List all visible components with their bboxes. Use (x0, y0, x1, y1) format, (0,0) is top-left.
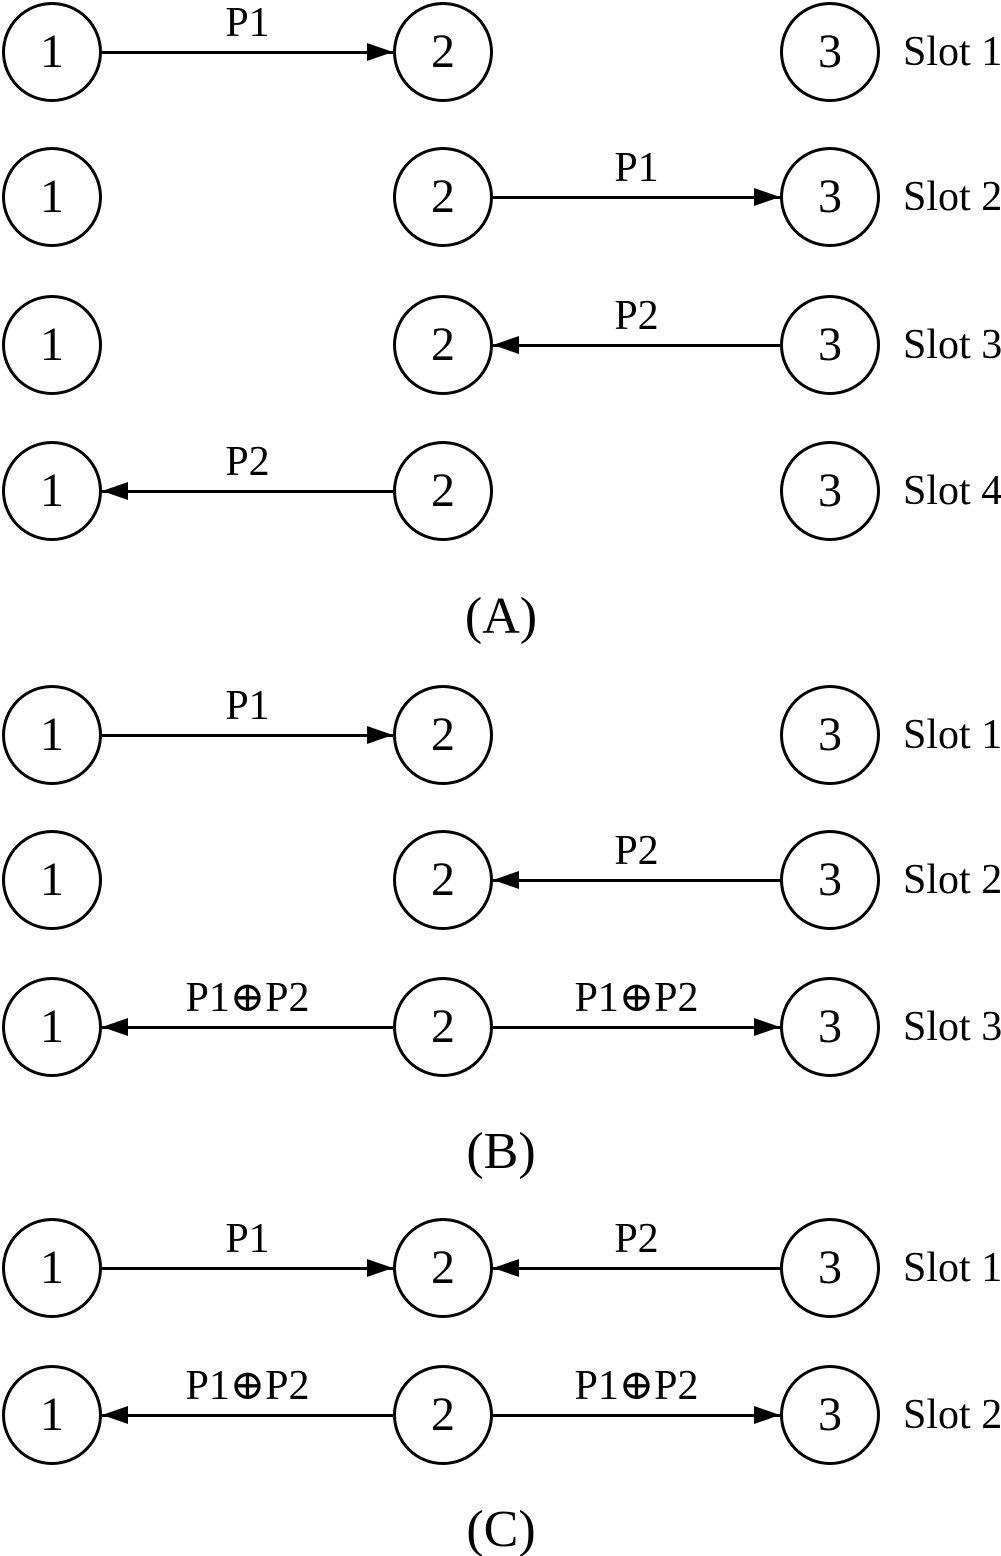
arrow-label: P1⊕P2 (574, 975, 699, 1021)
node-2: 2 (393, 1218, 493, 1318)
node-3: 3 (780, 977, 880, 1077)
slot-label: Slot 1 (903, 1245, 1001, 1291)
node-2: 2 (393, 685, 493, 785)
slot-label: Slot 2 (903, 857, 1001, 903)
node-2: 2 (393, 977, 493, 1077)
node-2: 2 (393, 1365, 493, 1465)
node-3: 3 (780, 2, 880, 102)
slot-label: Slot 4 (903, 468, 1001, 514)
arrow-label: P2 (614, 293, 659, 339)
slot-label: Slot 2 (903, 174, 1001, 220)
node-1: 1 (2, 977, 102, 1077)
arrowhead-right-icon (367, 726, 393, 744)
node-3: 3 (780, 685, 880, 785)
arrowhead-right-icon (754, 1018, 780, 1036)
arrow-p1-xor-p2-line (493, 1414, 780, 1417)
section-caption: (A) (464, 588, 538, 645)
arrow-p2-line (102, 490, 393, 493)
arrow-label: P1 (614, 145, 659, 191)
arrow-p1-line (102, 51, 393, 54)
arrow-p1-xor-p2-line (102, 1414, 393, 1417)
slot-label: Slot 3 (903, 322, 1001, 368)
node-1: 1 (2, 685, 102, 785)
arrow-p2-line (493, 879, 780, 882)
node-1: 1 (2, 147, 102, 247)
arrow-label: P2 (614, 828, 659, 874)
node-3: 3 (780, 830, 880, 930)
arrow-p1-line (493, 196, 780, 199)
arrowhead-left-icon (493, 871, 519, 889)
arrowhead-left-icon (102, 1018, 128, 1036)
node-2: 2 (393, 830, 493, 930)
arrow-p2-line (493, 1267, 780, 1270)
node-1: 1 (2, 1365, 102, 1465)
node-1: 1 (2, 1218, 102, 1318)
section-caption: (B) (466, 1123, 536, 1180)
node-2: 2 (393, 147, 493, 247)
slot-label: Slot 1 (903, 29, 1001, 75)
section-caption: (C) (466, 1501, 536, 1556)
arrowhead-left-icon (102, 482, 128, 500)
node-1: 1 (2, 830, 102, 930)
arrow-label: P2 (225, 439, 270, 485)
node-2: 2 (393, 2, 493, 102)
slot-label: Slot 1 (903, 712, 1001, 758)
arrowhead-left-icon (102, 1406, 128, 1424)
arrowhead-left-icon (493, 1259, 519, 1277)
node-2: 2 (393, 441, 493, 541)
arrowhead-right-icon (754, 1406, 780, 1424)
arrow-p1-xor-p2-line (493, 1026, 780, 1029)
arrow-label: P1 (225, 683, 270, 729)
node-3: 3 (780, 295, 880, 395)
arrow-p1-xor-p2-line (102, 1026, 393, 1029)
arrowhead-right-icon (367, 43, 393, 61)
arrowhead-left-icon (493, 336, 519, 354)
arrow-label: P1 (225, 0, 270, 46)
node-1: 1 (2, 295, 102, 395)
node-3: 3 (780, 1365, 880, 1465)
arrow-label: P1⊕P2 (185, 975, 310, 1021)
arrowhead-right-icon (754, 188, 780, 206)
arrow-p2-line (493, 344, 780, 347)
node-1: 1 (2, 441, 102, 541)
slot-label: Slot 3 (903, 1004, 1001, 1050)
arrow-label: P1 (225, 1216, 270, 1262)
arrow-label: P1⊕P2 (574, 1363, 699, 1409)
arrowhead-right-icon (367, 1259, 393, 1277)
node-3: 3 (780, 441, 880, 541)
arrow-p1-line (102, 1267, 393, 1270)
node-3: 3 (780, 1218, 880, 1318)
arrow-p1-line (102, 734, 393, 737)
slot-label: Slot 2 (903, 1392, 1001, 1438)
node-1: 1 (2, 2, 102, 102)
arrow-label: P2 (614, 1216, 659, 1262)
arrow-label: P1⊕P2 (185, 1363, 310, 1409)
node-2: 2 (393, 295, 493, 395)
node-3: 3 (780, 147, 880, 247)
